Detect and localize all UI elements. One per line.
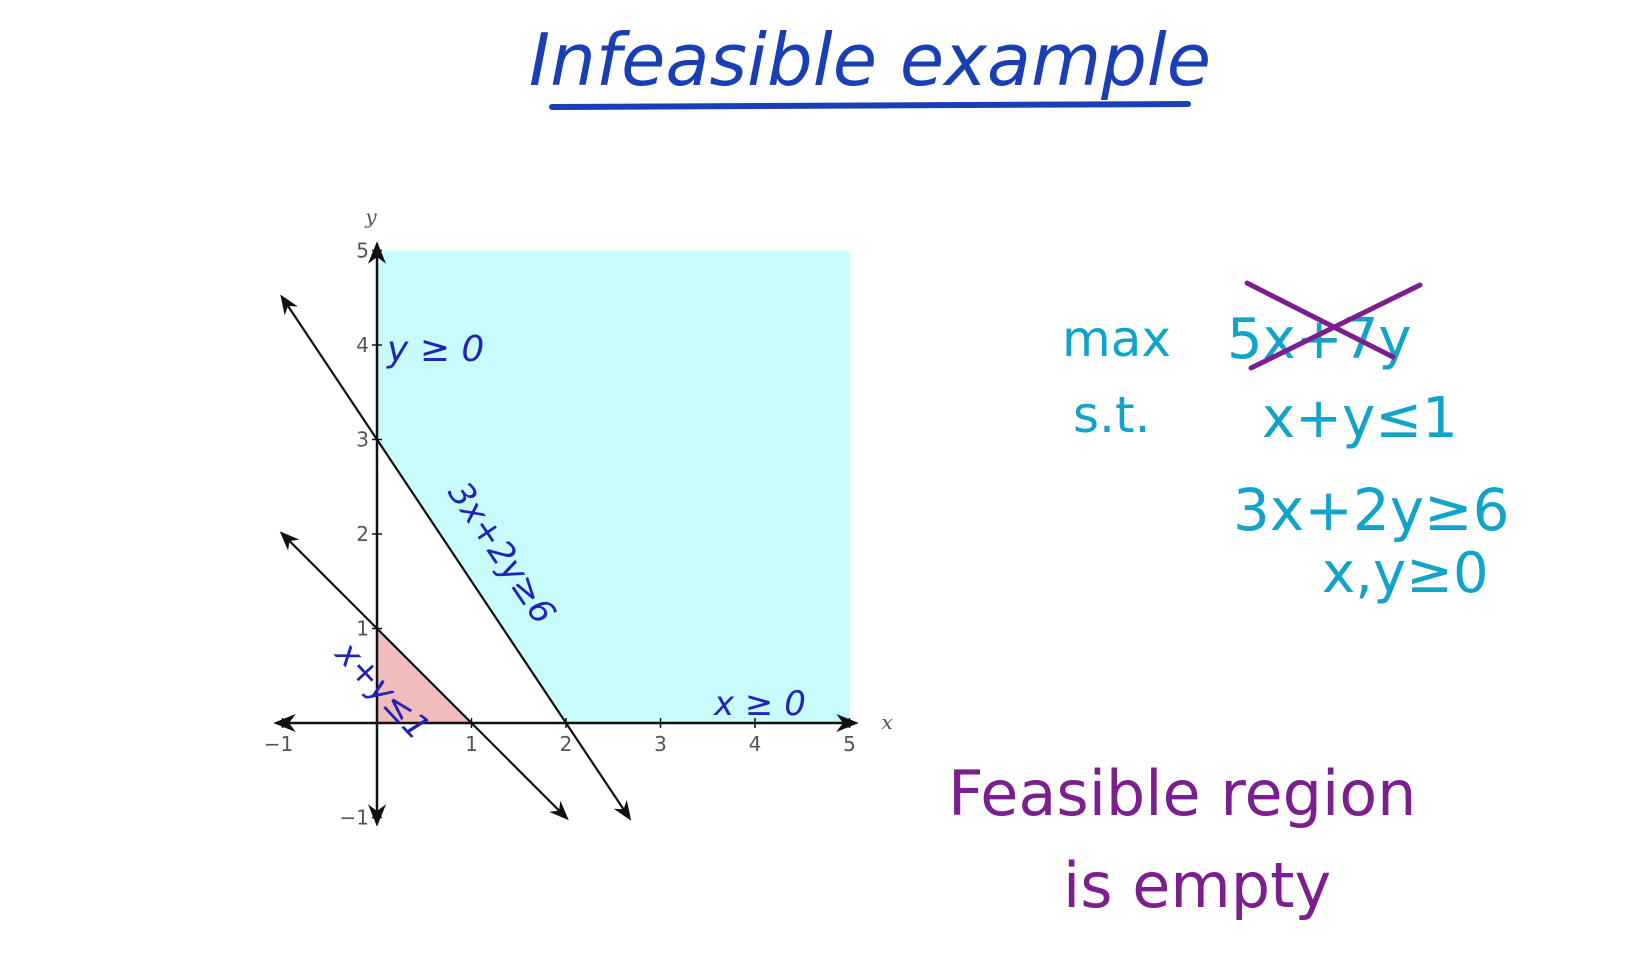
slide-title: Infeasible example <box>529 18 1211 102</box>
y-tick-label: 2 <box>356 522 369 546</box>
x-tick-label: 3 <box>654 732 667 756</box>
max-word: max <box>1062 310 1171 368</box>
x-tick-label: 4 <box>749 732 762 756</box>
conclusion-line-1: Feasible region <box>948 757 1416 830</box>
y-tick-label: 3 <box>356 428 369 452</box>
objective-strike-1 <box>1244 280 1396 360</box>
y-tick-label: 4 <box>356 333 369 357</box>
label-y-nonneg: y ≥ 0 <box>386 329 484 370</box>
y-tick-label: 1 <box>356 617 369 641</box>
constraint-1: x+y≤1 <box>1262 386 1458 451</box>
y-tick-label: −1 <box>340 806 369 830</box>
line-3x-plus-2y <box>280 294 632 821</box>
objective: 5x+7y <box>1227 307 1411 372</box>
feasible-region-constraint-b <box>377 250 850 723</box>
objective-strike-2 <box>1248 282 1423 371</box>
x-axis-label: x <box>882 710 893 734</box>
conclusion-line-2: is empty <box>1063 849 1331 922</box>
label-x-nonneg: x ≥ 0 <box>713 684 806 724</box>
x-tick-label: 2 <box>560 732 573 756</box>
x-tick-label: 1 <box>465 732 478 756</box>
x-tick-label: −1 <box>264 732 293 756</box>
graph: −1 1 2 3 4 5 5 4 3 2 1 −1 x y <box>264 205 893 830</box>
constraint-2: 3x+2y≥6 <box>1233 476 1510 544</box>
title-underline <box>549 101 1191 110</box>
y-tick-label: 5 <box>356 239 369 263</box>
y-axis-label: y <box>364 205 377 229</box>
constraint-3: x,y≥0 <box>1322 541 1489 606</box>
x-tick-label: 5 <box>843 732 856 756</box>
st-word: s.t. <box>1073 386 1150 444</box>
